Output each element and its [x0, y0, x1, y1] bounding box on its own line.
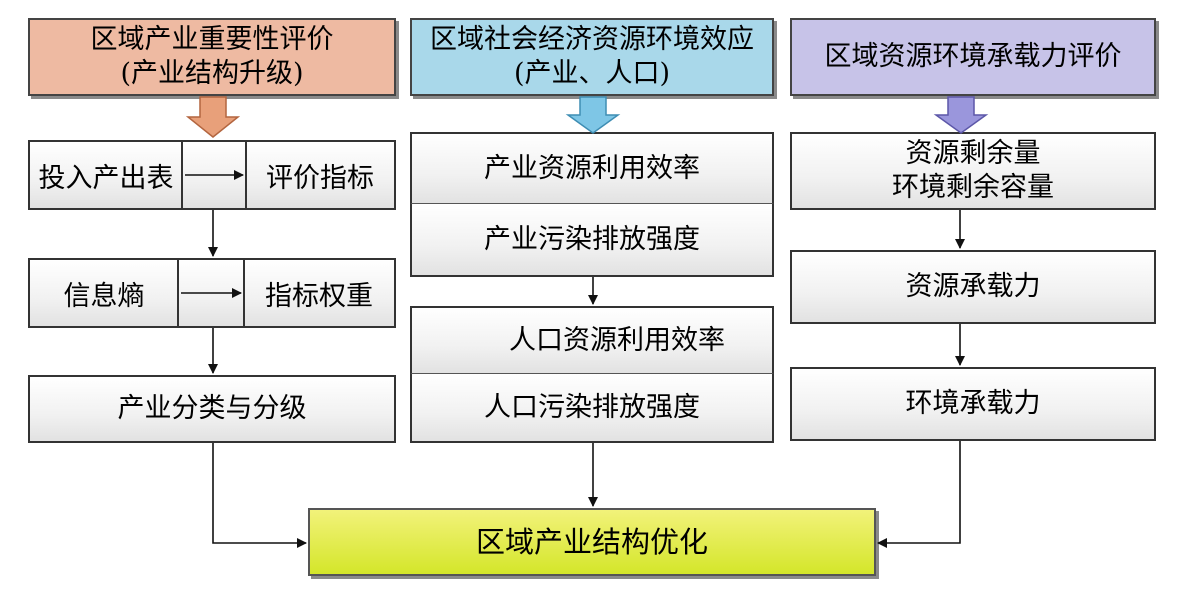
block-arrow-left	[185, 96, 241, 138]
arrow-left-to-final	[212, 443, 307, 548]
divider	[181, 142, 183, 208]
divider	[243, 260, 245, 326]
divider	[245, 142, 247, 208]
population-pollution-intensity-box: 人口污染排放强度	[410, 373, 774, 443]
industry-pollution-intensity-box: 产业污染排放强度	[410, 203, 774, 277]
index-weight-label: 指标权重	[265, 280, 373, 312]
header-socio-economic-effect: 区域社会经济资源环境效应 (产业、人口)	[410, 18, 774, 96]
block-arrow-right	[933, 96, 989, 134]
header-carrying-capacity: 区域资源环境承载力评价	[790, 18, 1156, 96]
divider	[177, 260, 179, 326]
resource-carrying-capacity-box: 资源承载力	[790, 250, 1156, 324]
information-entropy-label: 信息熵	[63, 280, 145, 312]
remaining-resource-environment-box: 资源剩余量 环境剩余容量	[790, 132, 1156, 210]
header-industry-importance: 区域产业重要性评价 (产业结构升级)	[28, 18, 396, 96]
arrow-right-to-final	[877, 441, 961, 548]
input-output-table-label: 投入产出表	[38, 162, 174, 194]
evaluation-index-label: 评价指标	[266, 162, 374, 194]
population-resource-efficiency-box: 人口资源利用效率	[410, 306, 774, 374]
block-arrow-middle	[565, 96, 621, 134]
environment-carrying-capacity-box: 环境承载力	[790, 367, 1156, 441]
industry-classification-box: 产业分类与分级	[28, 375, 396, 443]
regional-industry-structure-optimization-box: 区域产业结构优化	[308, 508, 876, 576]
